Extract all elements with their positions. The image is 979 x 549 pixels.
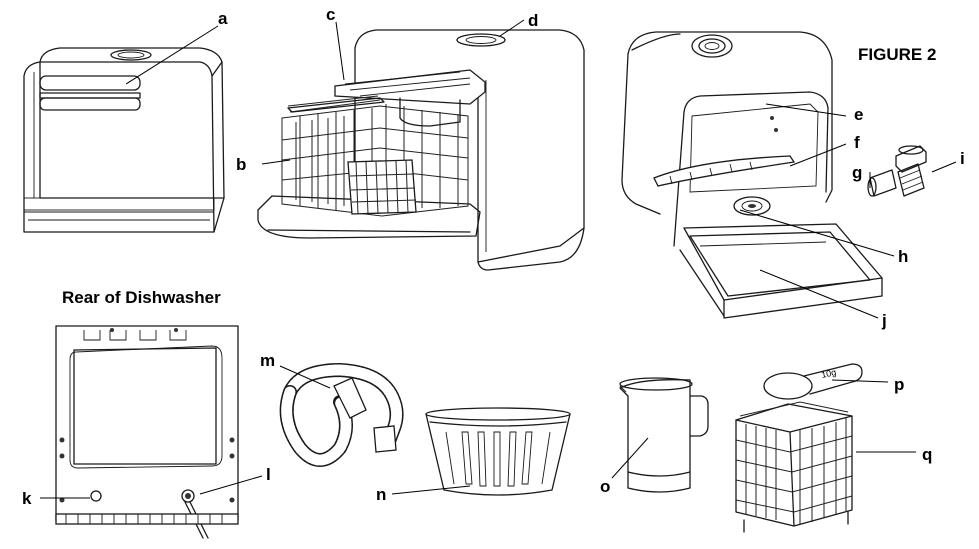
scoop-label: 10g bbox=[820, 367, 837, 380]
dishwasher-closed bbox=[23, 47, 225, 233]
callout-m: m bbox=[260, 351, 275, 370]
dishwasher-open-interior bbox=[621, 31, 883, 319]
rear-heading: Rear of Dishwasher bbox=[62, 288, 221, 307]
cutlery-holder bbox=[735, 401, 853, 533]
callout-d: d bbox=[528, 11, 538, 30]
dishwasher-rear-panel bbox=[55, 325, 239, 539]
callout-b: b bbox=[236, 155, 246, 174]
callout-e: e bbox=[854, 105, 863, 124]
callout-g: g bbox=[852, 163, 862, 182]
callout-l: l bbox=[266, 465, 271, 484]
callout-h: h bbox=[898, 247, 908, 266]
callout-n: n bbox=[376, 485, 386, 504]
callout-q: q bbox=[922, 445, 932, 464]
figure-title: FIGURE 2 bbox=[858, 45, 936, 64]
dishwasher-open-with-rack bbox=[257, 29, 585, 271]
callout-f: f bbox=[854, 133, 860, 152]
drain-fitting-adapter bbox=[867, 169, 897, 197]
measuring-scoop: 10g bbox=[763, 363, 863, 400]
callout-k: k bbox=[22, 489, 32, 508]
leader-lines bbox=[40, 19, 957, 499]
measuring-jug bbox=[619, 377, 709, 493]
callout-i: i bbox=[960, 149, 965, 168]
inlet-connector bbox=[895, 145, 927, 197]
callout-j: j bbox=[881, 311, 887, 330]
callout-c: c bbox=[326, 5, 335, 24]
cutlery-basket-round bbox=[425, 407, 571, 496]
callout-o: o bbox=[600, 477, 610, 496]
callout-a: a bbox=[218, 9, 228, 28]
callout-p: p bbox=[894, 375, 904, 394]
drain-hose bbox=[279, 362, 404, 467]
